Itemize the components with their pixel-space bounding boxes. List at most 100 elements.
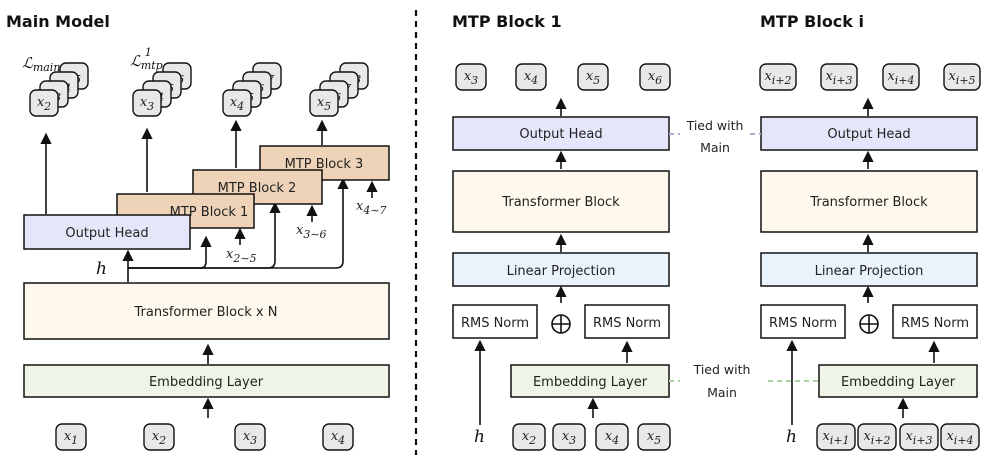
mtp1-output-head-label: Output Head bbox=[519, 127, 602, 142]
mtp1-transformer-block bbox=[452, 170, 670, 233]
tie-label-bg-bottom bbox=[680, 360, 766, 402]
main-input-4-7: x4∼7 bbox=[356, 199, 387, 217]
mtpi-input-token-text: xi+1 bbox=[822, 429, 849, 447]
tie-label-top-line1: Tied with bbox=[686, 118, 744, 133]
mtp-block-i-title: MTP Block i bbox=[760, 12, 864, 31]
mtp1-output-tokens: x3 x4 x5 x6 bbox=[455, 63, 671, 91]
main-wires bbox=[40, 119, 378, 418]
mtpi-output-token-text: xi+2 bbox=[764, 69, 791, 87]
main-loss-token-text: x2 bbox=[37, 95, 51, 113]
mtp3-stack-token-text: x5 bbox=[317, 95, 331, 113]
mtp2-stack-token-text: x4 bbox=[230, 95, 244, 113]
tie-label-top-line2: Main bbox=[700, 140, 730, 155]
loss-mtp-label: ℒmtp1 bbox=[130, 46, 163, 72]
main-transformer-label: Transformer Block x N bbox=[134, 305, 278, 320]
tie-label-bottom-line2: Main bbox=[707, 385, 737, 400]
mtpi-output-token: xi+2 bbox=[759, 63, 797, 91]
mtp-block-1-title: MTP Block 1 bbox=[452, 12, 562, 31]
mtpi-input-tokens: xi+1 xi+2 xi+3 xi+4 bbox=[816, 423, 980, 451]
mtpi-embedding-layer bbox=[818, 364, 978, 398]
mtp1-output-head bbox=[452, 116, 670, 151]
mtp1-rms-right-label: RMS Norm bbox=[593, 316, 661, 331]
mtpi-rms-norm-left bbox=[760, 304, 846, 339]
mtp1-input-token-text: x5 bbox=[647, 429, 661, 447]
mtpi-input-token: xi+2 bbox=[857, 423, 897, 451]
main-input-token-text: x2 bbox=[152, 429, 166, 447]
mtp1-rms-left-label: RMS Norm bbox=[461, 316, 529, 331]
mtp1-output-token-text: x6 bbox=[648, 69, 662, 87]
mtp1-output-token: x6 bbox=[639, 63, 671, 91]
tie-label-bg-top bbox=[680, 114, 750, 158]
mtpi-wires bbox=[786, 97, 940, 425]
mtp1-stack-token-text: x3 bbox=[140, 95, 154, 113]
main-mtp-block-3-label: MTP Block 3 bbox=[285, 157, 364, 172]
mtp1-rms-norm-left bbox=[452, 304, 538, 339]
main-input-token: x2 bbox=[143, 423, 175, 451]
main-embedding-label: Embedding Layer bbox=[149, 375, 264, 390]
mtpi-output-head bbox=[760, 116, 978, 151]
mtpi-output-token: xi+5 bbox=[943, 63, 981, 91]
main-transformer-block bbox=[23, 282, 390, 340]
mtpi-rms-left-label: RMS Norm bbox=[769, 316, 837, 331]
main-input-token: x4 bbox=[322, 423, 354, 451]
mtpi-input-token: xi+4 bbox=[940, 423, 980, 451]
main-input-token: x1 bbox=[55, 423, 87, 451]
mtpi-transformer-label: Transformer Block bbox=[809, 195, 928, 210]
mtp1-input-token-text: x3 bbox=[562, 429, 576, 447]
mtp1-output-token-text: x5 bbox=[586, 69, 600, 87]
mtp1-output-token: x4 bbox=[515, 63, 547, 91]
main-output-head-label: Output Head bbox=[65, 226, 148, 241]
mtpi-output-token-text: xi+4 bbox=[887, 69, 914, 87]
mtp1-linear-projection bbox=[452, 252, 670, 287]
mtpi-output-token-text: xi+5 bbox=[948, 69, 975, 87]
main-input-3-6: x3∼6 bbox=[296, 223, 327, 241]
mtpi-concat-icon bbox=[859, 314, 879, 334]
mtpi-embedding-label: Embedding Layer bbox=[841, 375, 956, 390]
mtpi-input-token: xi+3 bbox=[899, 423, 939, 451]
mtp1-input-token-text: x2 bbox=[522, 429, 536, 447]
main-h-label: h bbox=[96, 259, 107, 279]
mtpi-output-token: xi+3 bbox=[820, 63, 858, 91]
mtp3-stack-token: x5 bbox=[309, 89, 339, 117]
mtp1-input-token: x5 bbox=[637, 423, 671, 451]
main-input-2-5: x2∼5 bbox=[226, 247, 257, 265]
mtpi-linear-projection bbox=[760, 252, 978, 287]
main-model-title: Main Model bbox=[6, 12, 110, 31]
mtpi-output-token-text: xi+3 bbox=[825, 69, 852, 87]
mtp1-h-label: h bbox=[474, 427, 485, 447]
mtpi-output-token: xi+4 bbox=[882, 63, 920, 91]
mtp1-embedding-layer bbox=[510, 364, 670, 398]
mtp1-transformer-label: Transformer Block bbox=[501, 195, 620, 210]
mtpi-h-label: h bbox=[786, 427, 797, 447]
mtp1-input-token: x2 bbox=[512, 423, 546, 451]
mtp1-output-token-text: x3 bbox=[464, 69, 478, 87]
main-input-token: x3 bbox=[234, 423, 266, 451]
main-embedding-layer bbox=[23, 364, 390, 398]
main-loss-token: x2 bbox=[29, 89, 59, 117]
loss-main-label: ℒmain bbox=[22, 54, 60, 74]
main-mtp-block-3 bbox=[259, 145, 390, 181]
mtp1-input-token: x3 bbox=[552, 423, 586, 451]
tie-label-bottom-line1: Tied with bbox=[693, 362, 751, 377]
mtpi-rms-norm-right bbox=[892, 304, 978, 339]
mtpi-input-token-text: xi+2 bbox=[863, 429, 890, 447]
mtp1-output-token: x5 bbox=[577, 63, 609, 91]
mtp1-input-token: x4 bbox=[595, 423, 629, 451]
mtp1-input-token-text: x4 bbox=[605, 429, 619, 447]
mtp1-stack-token: x3 bbox=[132, 89, 162, 117]
main-input-token-text: x1 bbox=[64, 429, 78, 447]
main-input-token-text: x3 bbox=[243, 429, 257, 447]
main-output-head bbox=[23, 214, 191, 250]
mtpi-input-token-text: xi+3 bbox=[905, 429, 932, 447]
main-mtp-block-2-label: MTP Block 2 bbox=[218, 181, 297, 196]
mtp1-output-token: x3 bbox=[455, 63, 487, 91]
mtp1-concat-icon bbox=[551, 314, 571, 334]
mtpi-input-token-text: xi+4 bbox=[946, 429, 973, 447]
mtpi-output-tokens: xi+2 xi+3 xi+4 xi+5 bbox=[759, 63, 981, 91]
mtpi-linear-label: Linear Projection bbox=[815, 264, 924, 279]
mtpi-rms-right-label: RMS Norm bbox=[901, 316, 969, 331]
mtp2-stack-token: x4 bbox=[222, 89, 252, 117]
mtp1-input-tokens: x2 x3 x4 x5 bbox=[512, 423, 671, 451]
mtp1-rms-norm-right bbox=[584, 304, 670, 339]
